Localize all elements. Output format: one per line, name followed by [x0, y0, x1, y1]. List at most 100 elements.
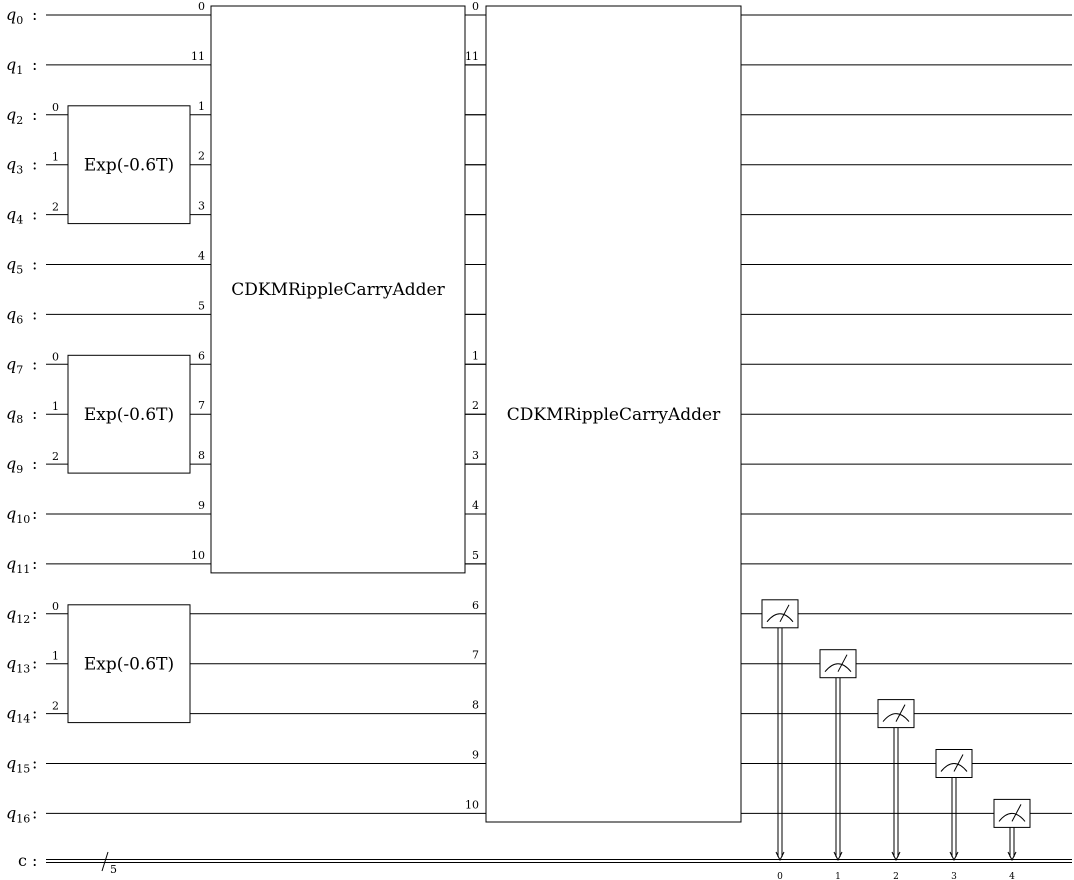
- measure-arrow-icon: [949, 851, 959, 862]
- cbit-index-label: 4: [1009, 872, 1015, 880]
- adder1-pin-label: 7: [198, 399, 205, 412]
- qubit-label-name: q: [6, 454, 16, 473]
- adder2-pin-label: 2: [472, 399, 479, 412]
- qubit-label-index: 14: [16, 713, 30, 726]
- qubit-label: q15: [6, 754, 30, 776]
- adder2-box: [485, 5, 742, 823]
- meter-arc-icon: [882, 713, 910, 722]
- measure-box: [877, 699, 915, 729]
- qubit-label-separator: :: [32, 5, 37, 24]
- exp-gate-pin-label: 0: [52, 350, 59, 363]
- qubit-label-separator: :: [32, 155, 37, 174]
- qubit-label-index: 12: [16, 613, 30, 626]
- meter-needle-icon: [953, 754, 964, 772]
- adder1-pin-label: 6: [198, 349, 205, 362]
- qubit-label-name: q: [6, 55, 16, 74]
- qubit-label-index: 2: [16, 114, 23, 127]
- qubit-label-name: q: [6, 803, 16, 822]
- meter-arc-icon: [998, 812, 1026, 822]
- adder1-pin-label: 9: [198, 499, 205, 512]
- measure-arrow-icon: [833, 851, 843, 862]
- meter-arc-icon: [766, 613, 794, 623]
- cbit-index-label: 1: [835, 872, 841, 880]
- qubit-label: q0: [6, 5, 23, 27]
- qubit-label-separator: :: [32, 554, 37, 573]
- qubit-label-index: 13: [16, 663, 30, 676]
- qubit-label-index: 9: [16, 463, 23, 476]
- qubit-label-index: 0: [16, 14, 23, 27]
- adder1-pin-label: 3: [198, 200, 205, 213]
- qubit-label: q7: [6, 354, 23, 376]
- qubit-label: q3: [6, 155, 23, 177]
- adder1-pin-label: 2: [198, 150, 205, 163]
- qubit-label: q16: [6, 803, 30, 825]
- qubit-label: q4: [6, 205, 23, 227]
- adder1-label: CDKMRippleCarryAdder: [231, 280, 445, 300]
- adder2-pin-label: 9: [472, 749, 479, 762]
- qubit-label: q10: [6, 504, 30, 526]
- qubit-label-name: q: [6, 304, 16, 323]
- qubit-label-separator: :: [32, 55, 37, 74]
- qubit-label-separator: :: [32, 304, 37, 323]
- cbit-index-label: 3: [951, 872, 957, 880]
- qubit-label-separator: :: [32, 803, 37, 822]
- cbit-index-label: 2: [893, 872, 899, 880]
- exp-gate-pin-label: 1: [52, 151, 59, 164]
- bundle-size: 5: [110, 863, 117, 876]
- qubit-label-separator: :: [32, 504, 37, 523]
- exp-gate-pin-label: 0: [52, 101, 59, 114]
- qubit-label-index: 10: [16, 513, 30, 526]
- meter-needle-icon: [837, 654, 848, 672]
- bundle-slash: [101, 851, 109, 872]
- qubit-label-name: q: [6, 205, 16, 224]
- qubit-label-name: q: [6, 654, 16, 673]
- exp-gate-label: Exp(-0.6T): [84, 156, 174, 176]
- classical-label-separator: :: [32, 851, 37, 870]
- register-labels-layer: q0:q1:q2:q3:q4:q5:q6:q7:q8:q9:q10:q11:q1…: [6, 5, 37, 870]
- adder2-pin-label: 10: [465, 798, 479, 811]
- meter-arc-icon: [824, 663, 852, 673]
- qubit-label-separator: :: [32, 454, 37, 473]
- adder2-pin-label: 11: [465, 50, 479, 63]
- exp-gate-pin-label: 2: [52, 450, 59, 463]
- classical-label: c: [18, 851, 27, 870]
- qubit-label: q9: [6, 454, 23, 476]
- adder2-pin-label: 0: [472, 0, 479, 13]
- qubit-label-separator: :: [32, 704, 37, 723]
- qubit-label-index: 4: [16, 214, 23, 227]
- exp-gate-label: Exp(-0.6T): [84, 655, 174, 675]
- adder2-pin-label: 6: [472, 599, 479, 612]
- measure-box: [819, 649, 857, 679]
- exp-gate-pin-label: 2: [52, 201, 59, 214]
- qubit-label-index: 8: [16, 413, 23, 426]
- qubit-label: q13: [6, 654, 30, 676]
- adder1-pin-label: 0: [198, 0, 205, 13]
- qubit-label-index: 7: [16, 363, 23, 376]
- exp-gate-label: Exp(-0.6T): [84, 405, 174, 425]
- qubit-label-separator: :: [32, 404, 37, 423]
- measure-arrow-icon: [1007, 851, 1017, 862]
- adder2-label: CDKMRippleCarryAdder: [507, 405, 721, 425]
- qubit-label-index: 16: [16, 812, 30, 825]
- exp-gate-box: [67, 105, 191, 225]
- adder1-pin-label: 5: [198, 299, 205, 312]
- meter-arc-icon: [940, 763, 968, 772]
- qubit-label-index: 3: [16, 164, 23, 177]
- qubit-label-index: 6: [16, 313, 23, 326]
- exp-gate-box: [67, 604, 191, 724]
- exp-gate-box: [67, 354, 191, 474]
- qubit-label-name: q: [6, 554, 16, 573]
- qubit-label: q2: [6, 105, 23, 127]
- qubit-label-index: 1: [16, 64, 23, 77]
- adder1-pin-label: 8: [198, 449, 205, 462]
- qubit-label-name: q: [6, 105, 16, 124]
- qubit-label-name: q: [6, 255, 16, 274]
- meter-needle-icon: [895, 704, 906, 722]
- exp-gate-pin-label: 1: [52, 400, 59, 413]
- qubit-label: q12: [6, 604, 30, 626]
- qubit-label: q6: [6, 304, 23, 326]
- qubit-label-name: q: [6, 754, 16, 773]
- qubit-label: q14: [6, 704, 30, 726]
